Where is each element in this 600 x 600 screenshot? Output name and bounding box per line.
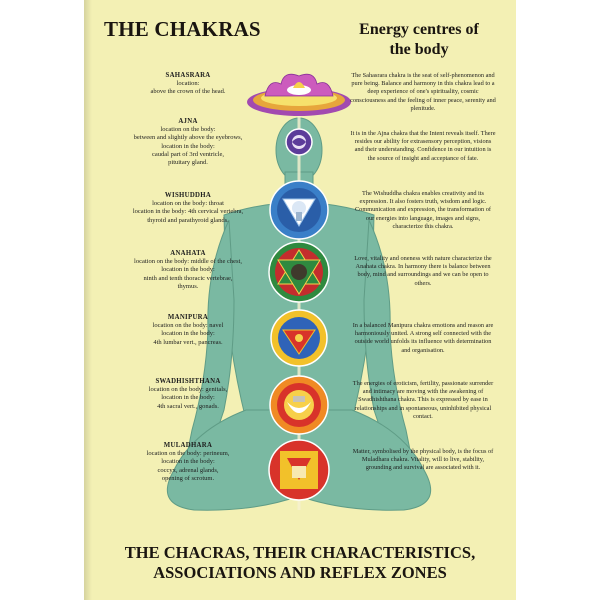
- chakra-location-line: thymus.: [177, 282, 199, 290]
- label-anahata: ANAHATA location on the body: middle of …: [104, 250, 272, 291]
- description-manipura: In a balanced Manipura chakra emotions a…: [352, 322, 494, 354]
- chakra-name: MANIPURA: [167, 314, 209, 321]
- chakra-poster: THE CHAKRAS Energy centres of the body: [84, 0, 516, 600]
- chakra-location-line: caudal part of 3rd ventricle,: [151, 150, 224, 158]
- chakra-location-line: location in the body:: [161, 142, 215, 150]
- chakra-name: ANAHATA: [170, 250, 206, 257]
- chakra-location-line: thyroid and parathyroid glands.: [147, 216, 229, 224]
- description-muladhara: Matter, symbolised by the physical body,…: [352, 448, 494, 472]
- poster-footer-title: THE CHACRAS, THEIR CHARACTERISTICS, ASSO…: [84, 543, 516, 583]
- lotus-crown-icon: [247, 73, 351, 116]
- chakra-location-line: location on the body: throat: [152, 200, 224, 208]
- anahata-star-icon: [268, 241, 330, 303]
- chakra-location-line: location in the body: 4th cervical verte…: [132, 208, 244, 216]
- description-ajna: It is in the Ajna chakra that the Intent…: [350, 130, 496, 162]
- label-muladhara: MULADHARA location on the body: perineum…: [104, 442, 272, 483]
- chakra-location-line: location in the body:: [161, 458, 215, 466]
- page-edge-shadow: [84, 0, 92, 600]
- muladhara-square-icon: [268, 439, 330, 501]
- swadhishthana-crescent-icon: [269, 375, 329, 435]
- chakra-name: WISHUDDHA: [164, 192, 212, 199]
- poster-subtitle: Energy centres of the body: [344, 20, 494, 60]
- chakra-location-line: coccyx, adrenal glands,: [157, 466, 219, 474]
- label-swadhishthana: SWADHISHTHANA location on the body: geni…: [104, 378, 272, 411]
- ajna-eye-icon: [285, 128, 313, 156]
- chakra-name: SAHASRARA: [165, 72, 211, 79]
- chakra-name: MULADHARA: [163, 442, 213, 449]
- chakra-location-line: between and slightly above the eyebrows,: [133, 134, 243, 142]
- chakra-illustration: [166, 73, 432, 511]
- wishuddha-elephant-icon: [269, 180, 329, 240]
- poster-title: THE CHAKRAS: [104, 17, 261, 41]
- description-wishuddha: The Wishuddha chakra enables creativity …: [354, 190, 492, 230]
- chakra-location-line: location on the body: navel: [152, 322, 224, 330]
- manipura-triangle-icon: [270, 309, 328, 367]
- label-ajna: AJNA location on the body: between and s…: [104, 118, 272, 167]
- chakra-location-line: location in the body:: [161, 330, 215, 338]
- chakra-location-line: location in the body:: [161, 394, 215, 402]
- footer-line-1: THE CHACRAS, THEIR CHARACTERISTICS,: [124, 543, 476, 562]
- label-wishuddha: WISHUDDHA location on the body: throat l…: [104, 192, 272, 225]
- chakra-location-line: above the crown of the head.: [150, 88, 226, 96]
- footer-line-2: ASSOCIATIONS AND REFLEX ZONES: [153, 563, 447, 582]
- chakra-location-line: 4th lumbar vert., pancreas.: [153, 338, 223, 346]
- chakra-location-line: opening of scrotum.: [161, 474, 215, 482]
- chakra-location-line: 4th sacral vert., gonads.: [157, 402, 219, 410]
- chakra-location-line: ninth and tenth thoracic vertebrae,: [143, 274, 233, 282]
- label-manipura: MANIPURA location on the body: navel loc…: [104, 314, 272, 347]
- chakra-location-line: location on the body: genitals,: [148, 386, 228, 394]
- description-swadhishthana: The energies of eroticism, fertility, pa…: [352, 380, 494, 420]
- chakra-location-line: location on the body: perineum,: [146, 450, 230, 458]
- chakra-location-line: location on the body:: [160, 126, 216, 134]
- chakra-location-line: location in the body:: [161, 266, 215, 274]
- subtitle-line-1: Energy centres of: [359, 21, 479, 38]
- chakra-name: SWADHISHTHANA: [155, 378, 221, 385]
- description-sahasrara: The Sahasrara chakra is the seat of self…: [350, 72, 496, 112]
- description-anahata: Love, vitality and oneness with nature c…: [354, 255, 492, 287]
- chakra-location-line: location on the body: middle of the ches…: [134, 258, 242, 266]
- chakra-location-line: location:: [176, 80, 200, 88]
- subtitle-line-2: the body: [389, 41, 449, 58]
- chakra-name: AJNA: [178, 118, 198, 125]
- chakra-location-line: pituitary gland.: [168, 159, 208, 167]
- label-sahasrara: SAHASRARA location: above the crown of t…: [104, 72, 272, 97]
